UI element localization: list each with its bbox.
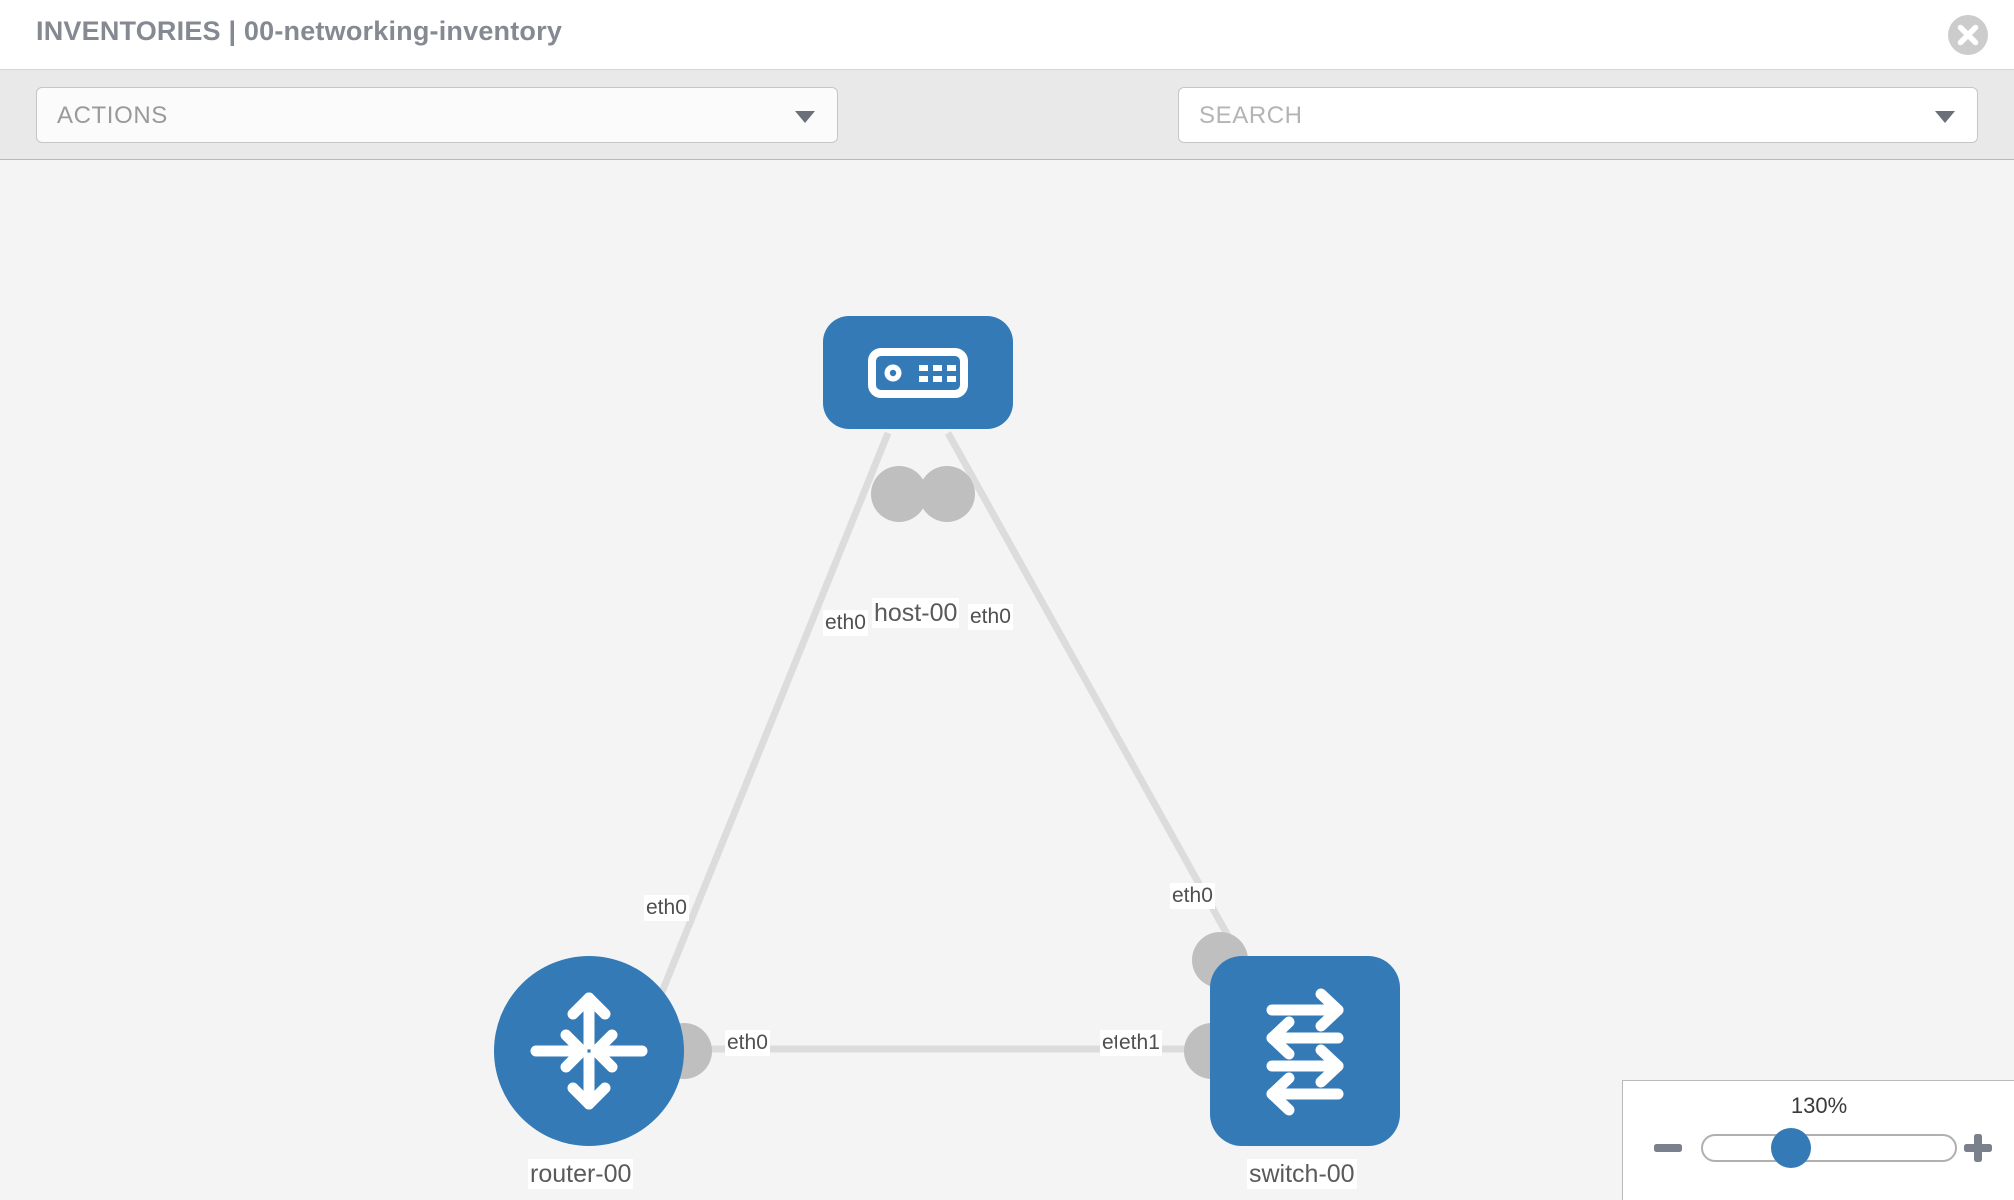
switch-arrows-icon bbox=[1266, 988, 1344, 1116]
edge-host00-router00 bbox=[639, 431, 892, 1041]
toolbar: ACTIONS SEARCH bbox=[0, 70, 2014, 200]
port-host-00-right[interactable] bbox=[919, 466, 975, 522]
zoom-slider-track[interactable] bbox=[1701, 1134, 1957, 1162]
chevron-down-icon[interactable] bbox=[1935, 111, 1955, 123]
node-host-00-shape[interactable] bbox=[823, 316, 1013, 429]
node-switch-00-shape[interactable] bbox=[1210, 956, 1400, 1146]
zoom-slider-thumb[interactable] bbox=[1771, 1128, 1811, 1168]
node-router-00-label: router-00 bbox=[528, 1159, 634, 1189]
node-router-00[interactable]: router-00 bbox=[494, 956, 712, 1189]
node-host-00-label: host-00 bbox=[872, 598, 960, 628]
zoom-percent-label: 130% bbox=[1790, 1093, 1848, 1118]
node-router-00-shape[interactable] bbox=[494, 956, 684, 1146]
edge-label-router00-eth0-right: eth0 bbox=[725, 1030, 770, 1056]
plus-icon[interactable] bbox=[1961, 1131, 1995, 1165]
zoom-control-panel: 130% bbox=[1622, 1080, 2014, 1200]
search-placeholder: SEARCH bbox=[1199, 102, 1303, 129]
edge-label-host00-eth0-right: eth0 bbox=[968, 604, 1013, 630]
actions-dropdown-label: ACTIONS bbox=[57, 102, 168, 129]
node-host-00[interactable]: host-00 bbox=[823, 316, 1013, 628]
minus-icon[interactable] bbox=[1651, 1131, 1685, 1165]
search-input[interactable]: SEARCH bbox=[1178, 87, 1978, 143]
page-title: INVENTORIES | 00-networking-inventory bbox=[36, 16, 563, 46]
topology-canvas[interactable]: host-00 eth0 eth0 bbox=[0, 161, 2014, 1200]
edge-host00-switch00 bbox=[944, 431, 1246, 963]
close-icon[interactable] bbox=[1946, 13, 1990, 57]
node-switch-00[interactable]: switch-00 bbox=[1184, 932, 1400, 1189]
edge-label-switch00-eth0-up: eth0 bbox=[1170, 883, 1215, 909]
chevron-down-icon bbox=[795, 111, 815, 123]
edge-label-router00-eth0-up: eth0 bbox=[644, 895, 689, 921]
actions-dropdown[interactable]: ACTIONS bbox=[36, 87, 838, 143]
page-header: INVENTORIES | 00-networking-inventory bbox=[0, 0, 2014, 70]
port-host-00-left[interactable] bbox=[871, 466, 927, 522]
node-switch-00-label: switch-00 bbox=[1247, 1159, 1357, 1189]
router-four-arrows-icon bbox=[530, 992, 648, 1110]
server-appliance-icon bbox=[868, 348, 968, 398]
edge-label-switch00-eth1: eth1 bbox=[1117, 1030, 1162, 1056]
edge-label-host00-eth0-left: eth0 bbox=[823, 610, 868, 636]
